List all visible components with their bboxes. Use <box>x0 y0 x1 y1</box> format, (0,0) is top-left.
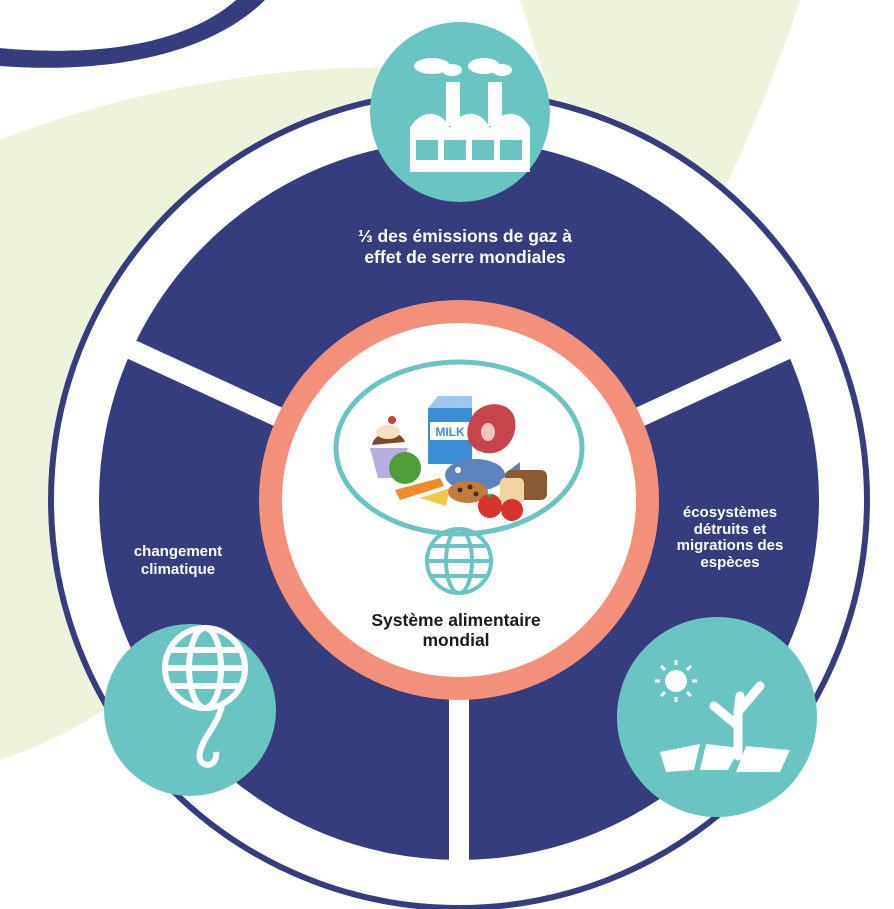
ecosystems-label-line2: détruits et <box>693 520 767 538</box>
drought-icon <box>655 660 790 772</box>
dead-tree-icon <box>709 681 765 761</box>
corner-circle-fragment <box>0 0 265 68</box>
food-illustration: MILK <box>370 396 547 521</box>
cracked-ground-icon <box>660 744 790 772</box>
tomatoes-icon <box>478 494 523 521</box>
ecosystems-label-line3: migrations des <box>676 537 784 554</box>
ecosystems-label-line1: écosystèmes <box>682 504 778 521</box>
factory-icon <box>410 58 530 172</box>
food-oval <box>333 359 585 537</box>
center-title-line1: Système alimentaire <box>371 610 541 630</box>
corner-circle-fill <box>0 0 236 51</box>
climate-label-line2: climatique <box>140 560 216 578</box>
climate-badge <box>104 624 276 796</box>
center-title-line2: mondial <box>422 630 490 651</box>
melting-globe-icon <box>162 625 248 768</box>
climate-label: changement climatique <box>98 543 258 578</box>
vegetables-icon <box>389 452 450 506</box>
milk-carton-icon: MILK <box>428 396 472 464</box>
muffin-icon <box>448 481 488 503</box>
emissions-label-line1: ⅓ des émissions de gaz à <box>358 226 572 246</box>
bread-icon <box>500 470 547 504</box>
ecosystems-label: écosystèmes détruits et migrations des e… <box>650 504 810 571</box>
climate-label-line1: changement <box>133 543 223 560</box>
emissions-label: ⅓ des émissions de gaz à effet de serre … <box>300 226 630 267</box>
ecosystems-badge <box>617 617 817 817</box>
milk-label: MILK <box>435 425 465 439</box>
emissions-label-line2: effet de serre mondiales <box>364 246 566 267</box>
meat-icon <box>467 404 516 454</box>
factory-badge <box>370 22 550 202</box>
sun-icon <box>665 670 687 692</box>
ecosystems-label-line4: espèces <box>700 553 760 571</box>
center-title: Système alimentaire mondial <box>338 610 574 651</box>
globe-icon <box>425 527 493 595</box>
